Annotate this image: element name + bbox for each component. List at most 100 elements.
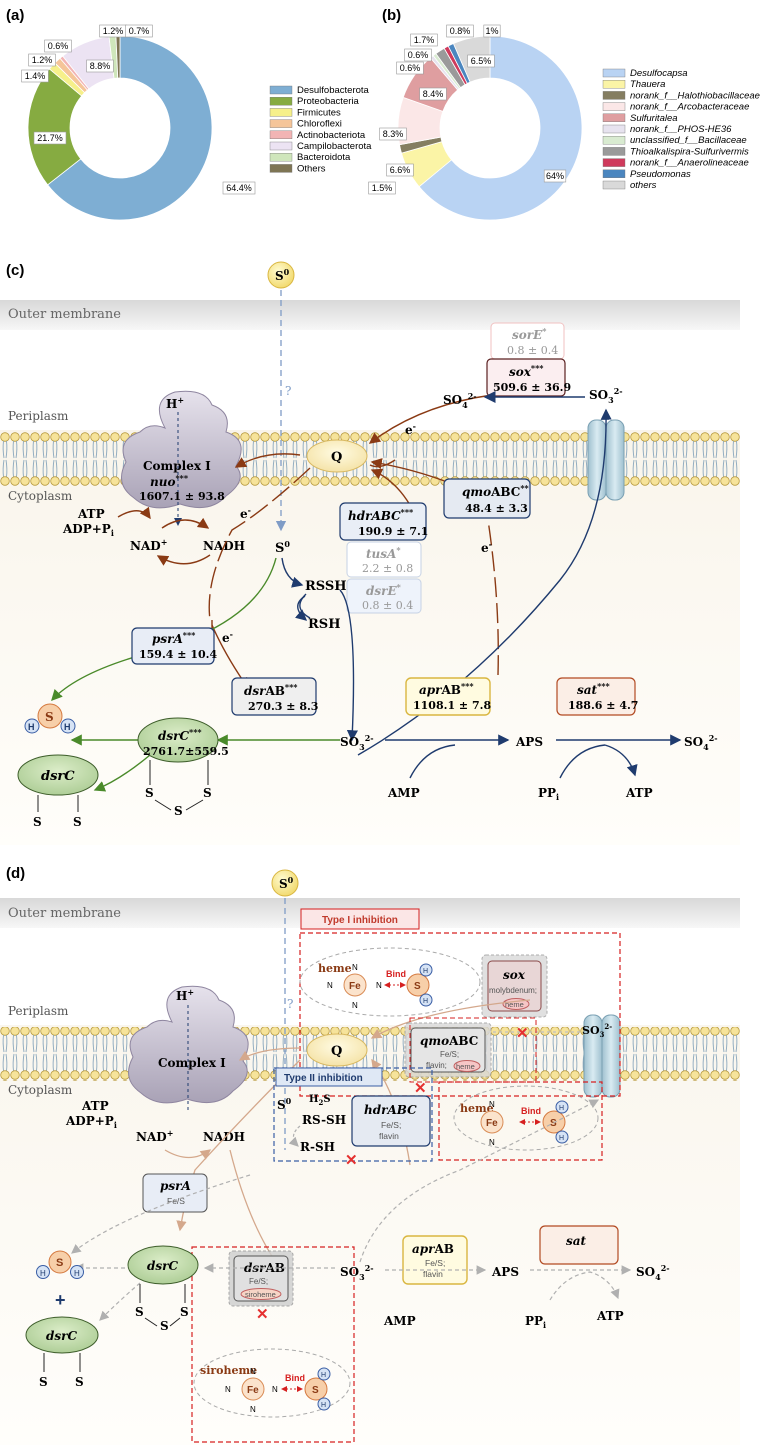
h2s-molecule-d: S H H [36,1250,84,1279]
ppi-label-d: PPi [525,1314,546,1330]
legend-label: norank_f__PHOS-HE36 [630,124,732,135]
pie-label-box [368,181,396,195]
panel-a-label: (a) [6,7,24,24]
svg-text:N: N [250,1367,256,1376]
q-to-complexi-electron [234,453,301,468]
hdr-block-x: ✕ [345,1152,358,1169]
svg-text:heme: heme [460,1102,494,1115]
s0-cyto-d: S0 [277,1096,292,1112]
atp-output-arrow [604,744,638,777]
legend-swatch [269,108,293,117]
svg-text:N: N [272,1385,278,1394]
dsrc-reduction-arrow-d [99,1282,141,1321]
electron-label-2: e- [222,629,233,645]
nad-plus-label-d: NAD+ [136,1128,173,1144]
pie-label: 64% [546,171,564,181]
legend-label: Desulfobacterota [297,85,370,96]
hdr-label-d: hdrABC [364,1103,417,1117]
heme-fe-binding-1: heme Fe N N N N Bind S H H [318,962,433,1010]
pie-label: 0.6% [408,50,429,60]
dsrc-thiols: S S [33,795,82,829]
type-i-binding-ellipse [299,947,481,1017]
sox-cofactor-d: molybdenum; [489,986,537,995]
svg-text:S: S [160,1319,169,1333]
hdr-box-d [351,1095,431,1147]
dsrab-binding-ellipse [193,1348,351,1418]
complex-i-shape [121,390,242,509]
pie-label-box [396,61,424,75]
apr-to-qmo-electron [487,519,499,676]
psra-cofactor: Fe/S [167,1196,185,1206]
svg-text:Bind: Bind [521,1106,541,1116]
nadh-to-nad-arrow [156,554,211,566]
electron-label-1: e- [240,505,251,521]
pie-label-box [379,127,407,141]
hdr-cofactor-1: Fe/S; [381,1120,401,1130]
psra-label: psrA*** [152,630,196,646]
nad-to-nadh-arrow [161,517,210,529]
pie-chart-a: 64.4%21.7%1.4%1.2%0.6%8.8%1.2%0.7% [21,24,256,221]
quinone-pool-d [306,1033,368,1067]
svg-text:H: H [64,722,71,732]
s0-label-d: S0 [279,875,294,891]
siroheme-fe-binding: siroheme Fe N N N N Bind S H H [200,1364,331,1414]
legend-swatch [269,141,293,151]
pie-label: 1.7% [414,35,435,45]
periplasm-label: Periplasm [8,409,69,423]
sox-inner-d [487,960,542,1012]
svg-text:S: S [145,786,154,800]
s0-molecule [267,261,295,289]
psra-box [131,627,215,665]
pie-label: 0.6% [48,41,69,51]
dsrc-label-d: dsrC [147,1259,178,1273]
pie-label-box [125,24,153,38]
qmo-heme-label: heme [456,1062,475,1071]
legend-label: Proteobacteria [297,96,360,107]
svg-text:Fe: Fe [247,1385,259,1396]
psra-box-d [142,1173,208,1213]
psra-label-d: psrA [160,1179,191,1193]
svg-text:N: N [225,1385,231,1394]
type-ii-label: Type II inhibition [284,1073,363,1084]
apr-cofactor-2: flavin [423,1269,443,1279]
h2s-molecule: S H H [24,703,76,734]
svg-text:S: S [550,1118,557,1129]
ppi-label: PPi [538,786,559,802]
legend-swatch [269,130,293,140]
svg-text:Bind: Bind [285,1373,305,1383]
sulfate-cyto-label: SO42- [684,733,718,752]
amp-label-d: AMP [383,1314,416,1328]
svg-text:H: H [423,968,428,975]
qmo-box [443,478,531,519]
legend-label: Sulfuritalea [630,113,678,124]
apr-cofactor-1: Fe/S; [425,1258,445,1268]
atp-out-label-d: ATP [596,1309,624,1323]
dsrab-label: dsrAB*** [244,682,298,698]
legend-label: others [630,180,657,191]
legend-swatch [269,152,293,162]
pie-label-box [222,181,256,195]
sat-box-d [539,1225,619,1265]
s0-cytoplasm-label: S0 [275,539,290,556]
cytoplasm-label: Cytoplasm [8,489,73,503]
legend-label: Bacteroidota [297,152,351,163]
qmo-label-d: qmoABC [420,1034,478,1048]
pie-label: 21.7% [37,133,63,143]
s0-to-h2s-arrow-d [71,1174,251,1254]
pie-label: 8.4% [423,89,444,99]
rssh-to-sulfite-arrow [339,589,359,742]
svg-text:S: S [180,1305,189,1319]
legend-swatch [602,135,626,145]
legend-swatch [269,96,293,106]
dsrc-label: dsrC*** [158,727,202,743]
legend-label: Firmicutes [297,107,341,118]
legend-label: Desulfocapsa [630,68,688,79]
svg-text:S: S [33,815,42,829]
sulfate-cyto-label-d: SO42- [636,1263,670,1282]
sat-value: 188.6 ± 4.7 [568,699,638,712]
pie-label-box [446,24,474,38]
q-electron-path [208,467,311,621]
dsrc-thiols-d: S S [39,1353,84,1389]
amp-input-arrow [409,744,456,779]
